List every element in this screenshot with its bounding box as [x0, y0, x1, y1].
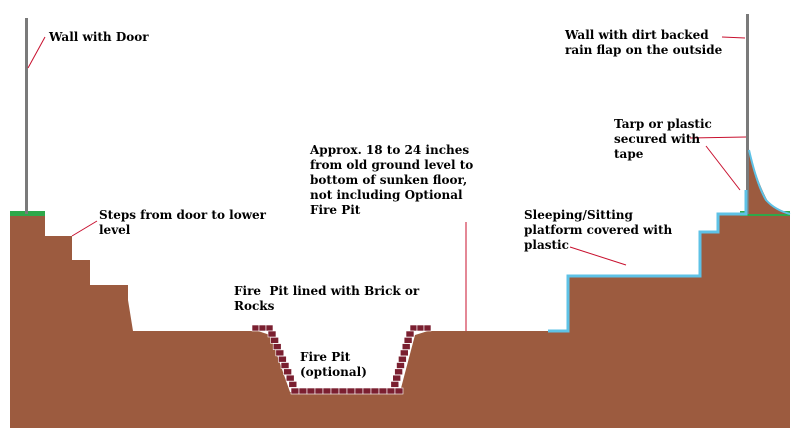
brick — [378, 387, 388, 395]
brick — [267, 330, 277, 338]
brick — [405, 330, 415, 338]
brick — [346, 387, 356, 395]
brick — [423, 324, 432, 332]
brick — [306, 387, 316, 395]
label-fire-pit: Fire Pit (optional) — [300, 350, 367, 379]
brick — [265, 324, 274, 332]
brick — [392, 374, 402, 382]
brick — [285, 374, 295, 382]
brick — [403, 336, 413, 344]
wall-right — [746, 14, 749, 214]
earth-cross-section — [10, 214, 790, 428]
brick — [390, 381, 400, 388]
brick — [398, 355, 407, 363]
platform-plastic — [548, 190, 748, 333]
brick — [278, 355, 287, 363]
brick — [401, 343, 411, 350]
brick — [322, 387, 332, 395]
brick — [314, 387, 324, 395]
brick — [330, 387, 340, 395]
rain-flap-plastic — [748, 149, 791, 215]
brick — [280, 362, 290, 369]
brick — [298, 387, 308, 395]
label-steps: Steps from door to lower level — [99, 208, 267, 237]
label-fire-pit-lining: Fire Pit lined with Brick or Rocks — [234, 284, 420, 313]
brick — [394, 368, 403, 376]
label-wall-with-door: Wall with Door — [49, 30, 149, 44]
brick — [288, 381, 298, 388]
brick — [251, 324, 260, 332]
leader-wall-door — [27, 36, 46, 69]
fire-pit-bricks — [251, 324, 432, 395]
brick — [370, 387, 380, 395]
leader-tarp-2 — [705, 145, 741, 191]
brick — [386, 387, 396, 395]
leader-lines — [27, 36, 747, 331]
label-floor-depth: Approx. 18 to 24 inches from old ground … — [310, 143, 474, 217]
brick — [394, 387, 404, 395]
leader-wall-flap — [721, 36, 746, 39]
brick — [275, 349, 285, 357]
brick — [409, 324, 418, 332]
wall-left — [25, 18, 28, 214]
brick — [362, 387, 372, 395]
leader-platform — [569, 246, 627, 266]
label-sleeping-platform: Sleeping/Sitting platform covered with p… — [524, 208, 673, 252]
leader-steps — [71, 220, 98, 237]
brick — [399, 349, 409, 357]
brick — [272, 343, 282, 350]
leader-tarp-1 — [689, 136, 747, 139]
label-wall-with-rain-flap: Wall with dirt backed rain flap on the o… — [565, 28, 723, 57]
brick — [258, 324, 267, 332]
brick — [290, 387, 300, 395]
brick — [338, 387, 348, 395]
brick — [270, 336, 279, 344]
brick — [283, 368, 292, 376]
brick — [354, 387, 364, 395]
label-tarp-or-plastic: Tarp or plastic secured with tape — [614, 117, 712, 161]
brick — [416, 324, 425, 332]
rain-flap — [749, 150, 790, 214]
brick — [396, 362, 405, 369]
